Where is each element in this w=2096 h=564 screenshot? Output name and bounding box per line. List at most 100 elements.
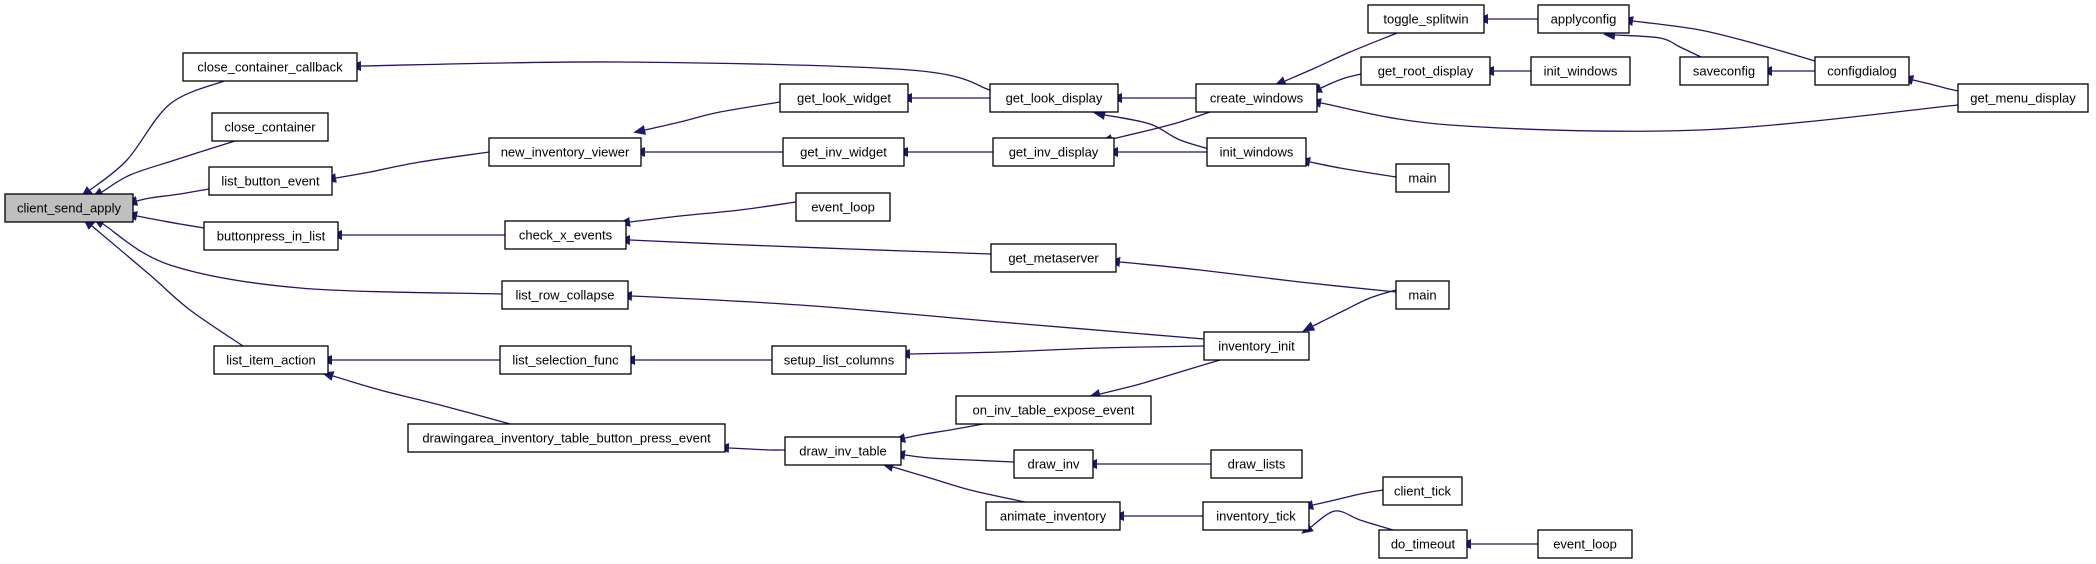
node-get-root-display[interactable]: get_root_display xyxy=(1360,56,1491,86)
node-box[interactable] xyxy=(1202,501,1310,531)
node-applyconfig[interactable]: applyconfig xyxy=(1537,4,1630,34)
edge-init_windows_1-to-get_look_display xyxy=(1093,110,1221,153)
node-init-windows-2[interactable]: init_windows xyxy=(1530,56,1631,86)
node-box[interactable] xyxy=(1530,56,1631,86)
node-box[interactable] xyxy=(955,395,1152,425)
node-box[interactable] xyxy=(1210,449,1303,479)
node-client-tick[interactable]: client_tick xyxy=(1382,476,1463,506)
node-get-look-widget[interactable]: get_look_widget xyxy=(779,83,909,113)
edge-create_windows-to-get_inv_display xyxy=(1100,111,1211,144)
node-check-x-events[interactable]: check_x_events xyxy=(504,220,627,250)
node-list-item-action[interactable]: list_item_action xyxy=(213,345,329,375)
node-box[interactable] xyxy=(1013,449,1094,479)
node-label: setup_list_columns xyxy=(784,353,895,368)
node-create-windows[interactable]: create_windows xyxy=(1195,83,1318,113)
node-box[interactable] xyxy=(1378,529,1468,559)
node-close-container-callback[interactable]: close_container_callback xyxy=(182,52,358,82)
node-box[interactable] xyxy=(407,423,726,453)
node-box[interactable] xyxy=(1537,529,1633,559)
node-init-windows-1[interactable]: init_windows xyxy=(1206,137,1307,167)
node-inventory-tick[interactable]: inventory_tick xyxy=(1202,501,1310,531)
node-box[interactable] xyxy=(1367,4,1485,34)
node-draw-lists[interactable]: draw_lists xyxy=(1210,449,1303,479)
node-label: applyconfig xyxy=(1551,12,1617,27)
node-box[interactable] xyxy=(4,193,134,223)
node-label: init_windows xyxy=(1544,64,1618,79)
node-get-inv-widget[interactable]: get_inv_widget xyxy=(782,137,905,167)
node-box[interactable] xyxy=(499,345,632,375)
node-box[interactable] xyxy=(1206,137,1307,167)
node-list-button-event[interactable]: list_button_event xyxy=(208,166,333,196)
node-label: create_windows xyxy=(1210,91,1304,106)
node-draw-inv[interactable]: draw_inv xyxy=(1013,449,1094,479)
node-box[interactable] xyxy=(771,345,907,375)
node-inventory-init[interactable]: inventory_init xyxy=(1203,331,1310,361)
node-box[interactable] xyxy=(1957,83,2089,113)
node-box[interactable] xyxy=(1382,476,1463,506)
node-box[interactable] xyxy=(211,112,329,142)
edge-on_inv_table_expose_event-to-draw_inv_table xyxy=(893,423,984,443)
node-client-send-apply[interactable]: client_send_apply xyxy=(4,193,134,223)
edge-get_menu_display-to-create_windows xyxy=(1309,98,1959,132)
node-drawingarea-inventory-table-button-press-event[interactable]: drawingarea_inventory_table_button_press… xyxy=(407,423,726,453)
node-event-loop-2[interactable]: event_loop xyxy=(1537,529,1633,559)
node-box[interactable] xyxy=(1395,163,1450,193)
node-box[interactable] xyxy=(501,280,629,310)
node-box[interactable] xyxy=(985,501,1121,531)
edge-inventory_init-to-list_row_collapse xyxy=(620,291,1205,340)
node-new-inventory-viewer[interactable]: new_inventory_viewer xyxy=(488,137,642,167)
node-configdialog[interactable]: configdialog xyxy=(1814,56,1910,86)
edge-client_tick-to-inventory_tick xyxy=(1301,489,1384,510)
edge-get_look_widget-to-new_inventory_viewer xyxy=(633,101,781,135)
node-event-loop-1[interactable]: event_loop xyxy=(795,192,891,222)
node-box[interactable] xyxy=(1395,280,1450,310)
node-box[interactable] xyxy=(1679,56,1769,86)
node-box[interactable] xyxy=(1360,56,1491,86)
node-box[interactable] xyxy=(990,243,1117,273)
node-box[interactable] xyxy=(1537,4,1630,34)
node-get-menu-display[interactable]: get_menu_display xyxy=(1957,83,2089,113)
edge-close_container_callback-to-client_send_apply xyxy=(80,80,225,198)
node-draw-inv-table[interactable]: draw_inv_table xyxy=(784,436,902,466)
node-label: saveconfig xyxy=(1693,64,1755,79)
node-animate-inventory[interactable]: animate_inventory xyxy=(985,501,1121,531)
node-toggle-splitwin[interactable]: toggle_splitwin xyxy=(1367,4,1485,34)
node-box[interactable] xyxy=(1203,331,1310,361)
node-setup-list-columns[interactable]: setup_list_columns xyxy=(771,345,907,375)
node-label: get_look_display xyxy=(1006,91,1103,106)
node-label: get_root_display xyxy=(1378,64,1474,79)
node-label: buttonpress_in_list xyxy=(217,229,326,244)
edge-list_button_event-to-client_send_apply xyxy=(125,188,210,206)
node-do-timeout[interactable]: do_timeout xyxy=(1378,529,1468,559)
node-on-inv-table-expose-event[interactable]: on_inv_table_expose_event xyxy=(955,395,1152,425)
node-box[interactable] xyxy=(992,137,1115,167)
node-get-look-display[interactable]: get_look_display xyxy=(989,83,1119,113)
edge-animate_inventory-to-draw_inv_table xyxy=(881,462,1026,503)
node-buttonpress-in-list[interactable]: buttonpress_in_list xyxy=(203,221,339,251)
node-list-row-collapse[interactable]: list_row_collapse xyxy=(501,280,629,310)
node-main-2[interactable]: main xyxy=(1395,280,1450,310)
node-box[interactable] xyxy=(1195,83,1318,113)
node-main-1[interactable]: main xyxy=(1395,163,1450,193)
node-box[interactable] xyxy=(779,83,909,113)
edge-saveconfig-to-applyconfig xyxy=(1603,30,1702,58)
edge-draw_inv_table-to-drawingarea_inventory_table_button_press_event xyxy=(717,443,786,453)
node-box[interactable] xyxy=(488,137,642,167)
node-box[interactable] xyxy=(989,83,1119,113)
node-close-container[interactable]: close_container xyxy=(211,112,329,142)
node-list-selection-func[interactable]: list_selection_func xyxy=(499,345,632,375)
node-box[interactable] xyxy=(784,436,902,466)
node-box[interactable] xyxy=(213,345,329,375)
node-box[interactable] xyxy=(1814,56,1910,86)
edge-get_root_display-to-create_windows xyxy=(1310,73,1362,93)
node-box[interactable] xyxy=(782,137,905,167)
node-saveconfig[interactable]: saveconfig xyxy=(1679,56,1769,86)
node-box[interactable] xyxy=(504,220,627,250)
node-box[interactable] xyxy=(203,221,339,251)
node-box[interactable] xyxy=(208,166,333,196)
node-get-metaserver[interactable]: get_metaserver xyxy=(990,243,1117,273)
node-get-inv-display[interactable]: get_inv_display xyxy=(992,137,1115,167)
node-label: get_metaserver xyxy=(1008,251,1099,266)
node-box[interactable] xyxy=(795,192,891,222)
node-box[interactable] xyxy=(182,52,358,82)
